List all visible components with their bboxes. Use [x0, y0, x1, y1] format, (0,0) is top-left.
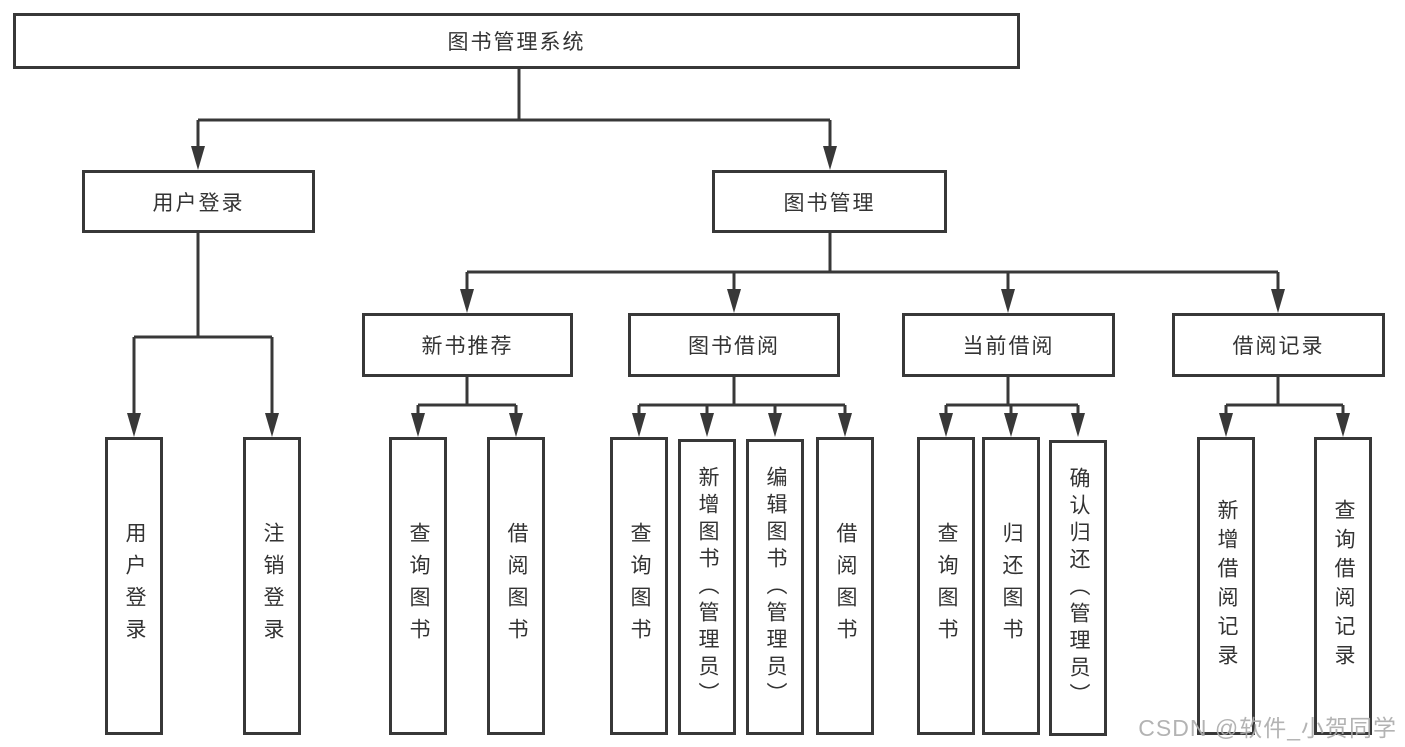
node-current-borrow: 当前借阅 — [902, 313, 1115, 377]
node-library-management-system: 图书管理系统 — [13, 13, 1020, 69]
node-borrow-records: 借阅记录 — [1172, 313, 1385, 377]
leaf-logout: 注销登录 — [243, 437, 301, 735]
leaf-edit-books-admin: 编辑图书（管理员） — [746, 439, 804, 735]
arrowheads — [127, 146, 1350, 437]
leaf-borrow-books-2: 借阅图书 — [816, 437, 874, 735]
leaf-query-books-3: 查询图书 — [917, 437, 975, 735]
leaf-query-borrow-record: 查询借阅记录 — [1314, 437, 1372, 735]
leaf-query-books-1: 查询图书 — [389, 437, 447, 735]
node-new-book-recommend: 新书推荐 — [362, 313, 573, 377]
leaf-return-books: 归还图书 — [982, 437, 1040, 735]
leaf-add-borrow-record: 新增借阅记录 — [1197, 437, 1255, 735]
leaf-add-books-admin: 新增图书（管理员） — [678, 439, 736, 735]
leaf-borrow-books-1: 借阅图书 — [487, 437, 545, 735]
node-book-borrow: 图书借阅 — [628, 313, 840, 377]
leaf-user-login: 用户登录 — [105, 437, 163, 735]
leaf-confirm-return-admin: 确认归还（管理员） — [1049, 440, 1107, 736]
node-book-management: 图书管理 — [712, 170, 947, 233]
watermark: CSDN @软件_小贺同学 — [1138, 715, 1397, 741]
leaf-query-books-2: 查询图书 — [610, 437, 668, 735]
node-user-login: 用户登录 — [82, 170, 315, 233]
